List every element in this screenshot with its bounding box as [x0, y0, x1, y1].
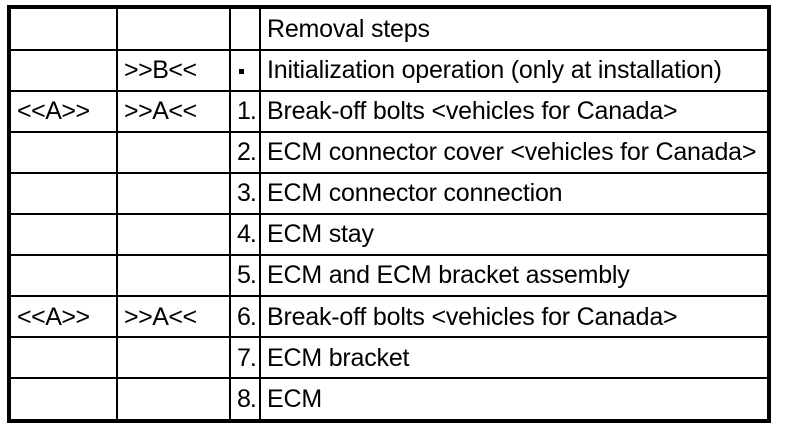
removal-steps-table: Removal steps >>B<< Initialization opera… [7, 5, 771, 423]
cell-ref-b [116, 130, 231, 174]
cell-ref-b: >>A<< [116, 89, 231, 133]
cell-step-number: 8. [229, 377, 261, 422]
cell-ref-a: <<A>> [8, 89, 118, 133]
removal-steps-table-container: Removal steps >>B<< Initialization opera… [7, 5, 771, 423]
cell-step-description: ECM and ECM bracket assembly [259, 254, 770, 298]
cell-ref-b: >>A<< [116, 295, 231, 339]
cell-ref-a [8, 130, 118, 174]
table-row: 7. ECM bracket [8, 336, 770, 380]
cell-step-description: Break-off bolts <vehicles for Canada> [259, 295, 770, 339]
cell-step-description: ECM connector connection [259, 171, 770, 215]
cell-ref-b [116, 212, 231, 257]
cell-step-description: ECM stay [259, 212, 770, 257]
table-header-row: Removal steps [8, 6, 770, 51]
header-cell-ref-b [116, 6, 231, 51]
table-row: <<A>> >>A<< 1. Break-off bolts <vehicles… [8, 89, 770, 133]
cell-step-number: 7. [229, 336, 261, 380]
cell-ref-b [116, 377, 231, 422]
cell-ref-b [116, 171, 231, 215]
cell-step-number: 6. [229, 295, 261, 339]
cell-step-number: 5. [229, 254, 261, 298]
cell-ref-a: <<A>> [8, 295, 118, 339]
cell-step-number: 1. [229, 89, 261, 133]
table-row: 5. ECM and ECM bracket assembly [8, 254, 770, 298]
cell-step-description: ECM [259, 377, 770, 422]
table-row: 8. ECM [8, 377, 770, 422]
cell-step-description: ECM bracket [259, 336, 770, 380]
cell-ref-a [8, 48, 118, 92]
cell-ref-a [8, 336, 118, 380]
table-row: 4. ECM stay [8, 212, 770, 257]
cell-ref-a [8, 212, 118, 257]
cell-ref-b [116, 254, 231, 298]
cell-ref-a [8, 171, 118, 215]
cell-ref-b [116, 336, 231, 380]
bullet-dot-icon [239, 68, 244, 74]
cell-step-number: 3. [229, 171, 261, 215]
header-cell-removal-steps: Removal steps [259, 6, 770, 51]
cell-ref-a [8, 377, 118, 422]
table-row: <<A>> >>A<< 6. Break-off bolts <vehicles… [8, 295, 770, 339]
table-row: 3. ECM connector connection [8, 171, 770, 215]
header-cell-ref-a [8, 6, 118, 51]
cell-step-marker [229, 48, 261, 92]
table-body: Removal steps >>B<< Initialization opera… [8, 6, 770, 422]
cell-step-description: Initialization operation (only at instal… [259, 48, 770, 92]
table-row: 2. ECM connector cover <vehicles for Can… [8, 130, 770, 174]
cell-step-number: 2. [229, 130, 261, 174]
cell-step-description: ECM connector cover <vehicles for Canada… [259, 130, 770, 174]
cell-step-description: Break-off bolts <vehicles for Canada> [259, 89, 770, 133]
header-cell-number [229, 6, 261, 51]
table-row: >>B<< Initialization operation (only at … [8, 48, 770, 92]
cell-ref-a [8, 254, 118, 298]
cell-step-number: 4. [229, 212, 261, 257]
cell-ref-b: >>B<< [116, 48, 231, 92]
